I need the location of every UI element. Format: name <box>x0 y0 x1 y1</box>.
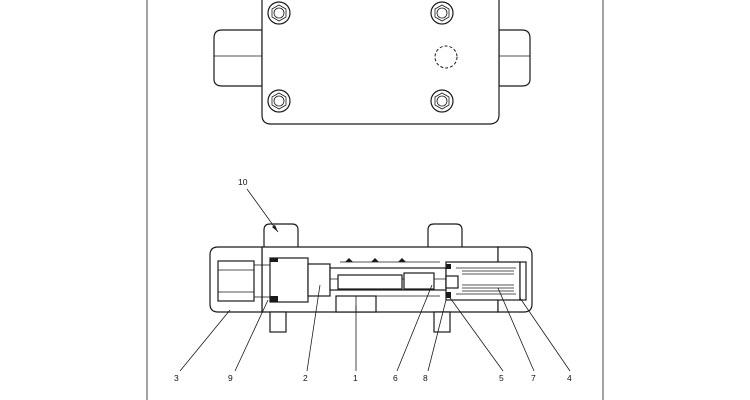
callout-8: 8 <box>423 373 428 383</box>
callout-5: 5 <box>499 373 504 383</box>
callout-labels: 10 3 9 2 1 6 8 5 7 4 <box>174 177 572 383</box>
callout-3: 3 <box>174 373 179 383</box>
bolt-bottom-right <box>430 89 454 113</box>
bolt-bottom-left <box>267 89 291 113</box>
callout-10: 10 <box>238 177 248 187</box>
callout-7: 7 <box>531 373 536 383</box>
section-view <box>209 223 533 333</box>
upper-boss-left <box>263 223 299 247</box>
top-body <box>261 0 500 125</box>
lower-stud-right <box>433 311 451 333</box>
hidden-port-circle <box>434 45 458 69</box>
top-view <box>213 0 531 125</box>
lower-stud-left <box>269 311 287 333</box>
spring-coils <box>462 270 514 292</box>
callout-4: 4 <box>567 373 572 383</box>
bolt-top-right <box>430 1 454 25</box>
upper-boss-right <box>427 223 463 247</box>
top-right-port <box>498 29 531 87</box>
callout-9: 9 <box>228 373 233 383</box>
callout-2: 2 <box>303 373 308 383</box>
callout-6: 6 <box>393 373 398 383</box>
top-left-port <box>213 29 263 87</box>
callout-1: 1 <box>353 373 358 383</box>
bolt-top-left <box>267 1 291 25</box>
leader-lines <box>179 188 571 372</box>
